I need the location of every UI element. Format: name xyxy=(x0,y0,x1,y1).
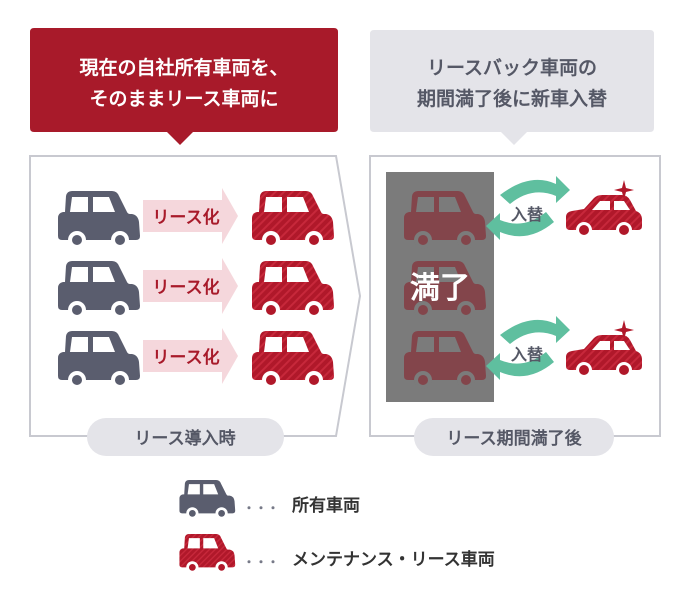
lease-arrow-label: リース化 xyxy=(152,347,219,368)
new-car-1 xyxy=(566,195,642,238)
legend-owned-car-icon xyxy=(179,480,236,520)
legend-lease-dots: ・・・ xyxy=(243,555,279,569)
right-callout-line2: 期間満了後に新車入替 xyxy=(417,87,608,110)
swap-label-2: 入替 xyxy=(511,345,543,364)
right-footer-pill: リース期間満了後 xyxy=(414,418,614,456)
lease-car-row1 xyxy=(252,191,334,249)
right-callout: リースバック車両の 期間満了後に新車入替 xyxy=(370,30,654,145)
legend-owned-label: 所有車両 xyxy=(292,495,360,516)
expired-car-1 xyxy=(404,191,486,249)
left-footer-pill: リース導入時 xyxy=(87,418,284,456)
expired-label: 満了 xyxy=(410,271,470,306)
new-car-2 xyxy=(566,335,642,378)
lease-arrow-label: リース化 xyxy=(152,277,219,298)
left-footer-label: リース導入時 xyxy=(134,428,235,449)
owned-car-row3 xyxy=(58,331,140,389)
lease-car-row2 xyxy=(252,261,334,319)
legend-lease-car-icon xyxy=(179,534,236,574)
legend-owned: ・・・ 所有車両 xyxy=(179,480,360,520)
right-callout-line1: リースバック車両の xyxy=(427,56,597,79)
sparkle-icon xyxy=(614,180,634,200)
lease-arrow-row1: リース化 xyxy=(143,188,238,244)
sparkle-icon xyxy=(614,320,634,340)
left-callout: 現在の自社所有車両を、 そのままリース車両に xyxy=(30,28,338,145)
swap-label-1: 入替 xyxy=(511,205,543,224)
lease-arrow-row2: リース化 xyxy=(143,258,238,314)
lease-car-row3 xyxy=(252,331,334,389)
swap-arrows-1: 入替 xyxy=(486,176,570,240)
lease-arrow-row3: リース化 xyxy=(143,328,238,384)
owned-car-row1 xyxy=(58,191,140,249)
swap-arrows-2: 入替 xyxy=(486,316,570,380)
legend-lease-label: メンテナンス・リース車両 xyxy=(292,549,495,570)
lease-arrow-label: リース化 xyxy=(152,207,219,228)
expired-car-2 xyxy=(404,261,486,319)
right-footer-label: リース期間満了後 xyxy=(446,428,582,449)
legend-owned-dots: ・・・ xyxy=(243,501,279,515)
left-callout-line1: 現在の自社所有車両を、 xyxy=(79,56,288,79)
owned-car-row2 xyxy=(58,261,140,319)
expired-column: 満了 xyxy=(386,172,494,402)
legend-lease: ・・・ メンテナンス・リース車両 xyxy=(179,534,495,574)
expired-car-3 xyxy=(404,331,486,389)
left-callout-line2: そのままリース車両に xyxy=(89,87,278,110)
